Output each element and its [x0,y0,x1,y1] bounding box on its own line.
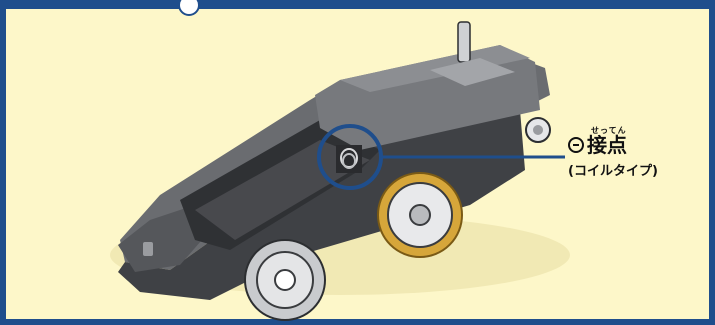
callout-title: 接点 [568,135,658,155]
rear-housing-top [340,45,530,92]
contact-callout-label: せってん 接点 (コイルタイプ) [568,126,658,179]
callout-subtitle: (コイルタイプ) [568,164,658,179]
negative-terminal-icon [568,137,584,153]
callout-title-text: 接点 [587,133,627,157]
front-pin [143,242,153,256]
callout-ruby: せってん [591,126,627,135]
switch-base [430,58,515,86]
coil-spring-contact [336,145,362,173]
switch-lever [457,21,471,63]
battery-compartment-floor [195,140,370,240]
step-number-badge [178,0,200,16]
